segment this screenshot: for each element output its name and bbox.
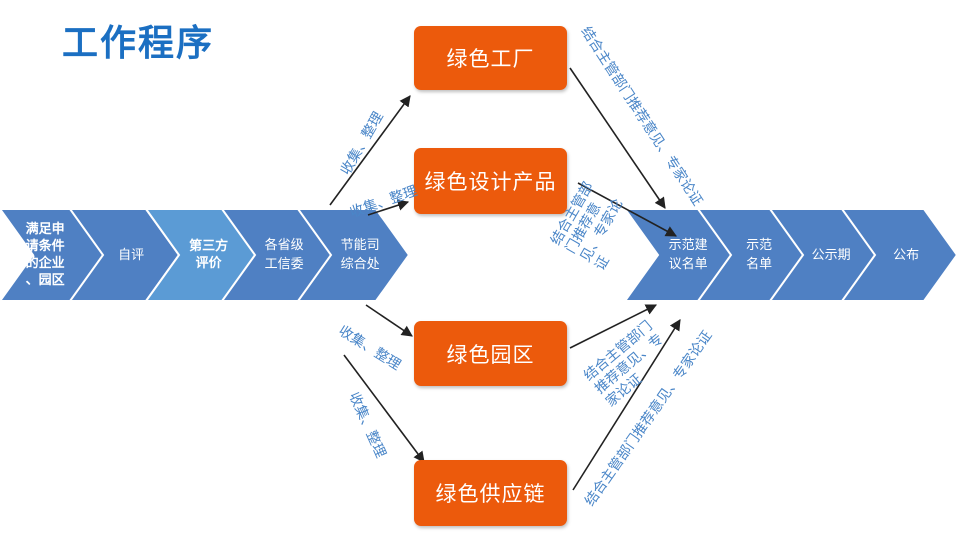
left-step-label-3: 各省级 工信委 (264, 238, 304, 272)
left-step-label-0: 满足申 请条件 的企业 、园区 (25, 222, 65, 288)
flow-arrows (329, 67, 681, 491)
arrow-supply-to-list (572, 319, 681, 491)
category-green-park: 绿色园区 (414, 321, 567, 386)
left-step-chevron-4 (296, 208, 411, 302)
arrow-to-product (367, 199, 410, 216)
arrow-to-supply (343, 354, 425, 463)
left-step-label-1: 自评 (118, 247, 145, 263)
right-step-chevron-3 (840, 208, 959, 302)
left-step-label-4: 节能司 综合处 (340, 238, 380, 272)
arrow-to-park (365, 304, 413, 337)
arrow-factory-to-list (569, 67, 666, 209)
arrow-product-to-list (577, 182, 677, 237)
right-step-label-0: 示范建 议名单 (668, 238, 708, 272)
category-green-factory: 绿色工厂 (414, 26, 567, 90)
left-step-label-2: 第三方 评价 (189, 239, 229, 271)
page-title: 工作程序 (62, 23, 215, 64)
right-step-label-1: 示范 名单 (746, 238, 773, 272)
category-green-design-product: 绿色设计产品 (414, 148, 567, 214)
process-chevrons (0, 208, 959, 302)
arrow-park-to-list (569, 304, 658, 349)
category-green-supply-chain: 绿色供应链 (414, 460, 567, 526)
arrow-to-factory (329, 95, 411, 206)
right-step-label-2: 公示期 (811, 247, 851, 263)
right-step-label-3: 公布 (893, 247, 920, 263)
